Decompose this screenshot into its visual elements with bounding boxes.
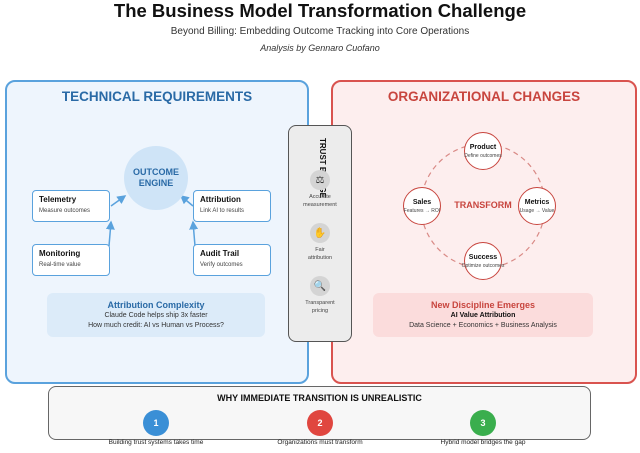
node-title: Success [468, 253, 498, 261]
organizational-heading: ORGANIZATIONAL CHANGES [387, 89, 581, 104]
node-subtitle: Optimize outcomes [461, 262, 505, 269]
node-attribution: Attribution Link AI to results [193, 190, 271, 222]
bridge-item-fair: Fair attribution [288, 246, 352, 262]
node-subtitle: Measure outcomes [39, 208, 91, 214]
bridge-item-line1: Transparent [305, 300, 335, 306]
bridge-item-line2: pricing [311, 308, 329, 314]
node-subtitle: Define outcomes [464, 152, 502, 159]
node-subtitle: Features → ROI [403, 207, 441, 214]
node-metrics: Metrics Usage → Value [518, 187, 556, 225]
node-title: Metrics [524, 198, 550, 206]
node-product: Product Define outcomes [464, 132, 502, 170]
step-label-1: Building trust systems takes time [108, 439, 204, 446]
connector-audit-up [189, 220, 199, 247]
magnifier-icon: 🔍 [310, 276, 330, 296]
technical-heading: TECHNICAL REQUIREMENTS [61, 89, 253, 104]
node-success: Success Optimize outcomes [461, 242, 505, 280]
callout-line2: Data Science + Economics + Business Anal… [409, 322, 557, 329]
engine-line1: OUTCOME [133, 167, 179, 177]
scale-icon: ⚖ [310, 170, 330, 190]
node-monitoring: Monitoring Real-time value [32, 244, 110, 276]
step-label-2: Organizations must transform [277, 439, 363, 446]
bridge-item-line1: Fair [315, 247, 325, 253]
step-label-3: Hybrid model bridges the gap [440, 439, 526, 446]
node-title: Audit Trail [200, 249, 240, 258]
bridge-item-transparent: Transparent pricing [288, 299, 352, 315]
node-telemetry: Telemetry Measure outcomes [32, 190, 110, 222]
callout-title: New Discipline Emerges [430, 300, 536, 310]
callout-line2: How much credit: AI vs Human vs Process? [88, 322, 224, 329]
node-subtitle: Link AI to results [200, 208, 245, 214]
page-subtitle: Beyond Billing: Embedding Outcome Tracki… [170, 26, 470, 37]
node-title: Monitoring [39, 249, 81, 258]
node-audit-trail: Audit Trail Verify outcomes [193, 244, 271, 276]
step-badge-1: 1 [143, 410, 169, 436]
bridge-item-line2: attribution [307, 255, 333, 261]
technical-connectors [105, 195, 199, 247]
node-subtitle: Real-time value [39, 262, 81, 268]
handshake-icon: ✋ [310, 223, 330, 243]
transform-label: TRANSFORM [454, 200, 512, 210]
connector-monitoring-up [105, 220, 115, 247]
connector-telemetry-engine [110, 195, 127, 207]
callout-line1: Claude Code helps ship 3x faster [104, 312, 208, 319]
page-title: The Business Model Transformation Challe… [113, 0, 527, 21]
step-badge-3: 3 [470, 410, 496, 436]
node-subtitle: Usage → Value [519, 207, 555, 214]
node-sales: Sales Features → ROI [403, 187, 441, 225]
transform-ring [420, 143, 546, 269]
connector-attribution-engine [179, 195, 194, 207]
attribution-complexity-callout: Attribution Complexity Claude Code helps… [47, 293, 265, 337]
callout-title: Attribution Complexity [107, 300, 205, 310]
step-badge-2: 2 [307, 410, 333, 436]
bridge-item-line1: Accurate [309, 194, 331, 200]
bridge-item-accurate: Accurate measurement [288, 193, 352, 209]
node-title: Sales [412, 198, 432, 206]
node-title: Telemetry [39, 195, 77, 204]
node-title: Attribution [200, 195, 241, 204]
transition-title: WHY IMMEDIATE TRANSITION IS UNREALISTIC [217, 393, 422, 403]
new-discipline-callout: New Discipline Emerges AI Value Attribut… [373, 293, 593, 337]
node-title: Product [469, 143, 497, 151]
bridge-item-line2: measurement [303, 202, 337, 208]
node-subtitle: Verify outcomes [200, 262, 243, 268]
byline: Analysis by Gennaro Cuofano [260, 43, 380, 53]
engine-line2: ENGINE [138, 178, 174, 188]
callout-line1: AI Value Attribution [450, 312, 516, 319]
